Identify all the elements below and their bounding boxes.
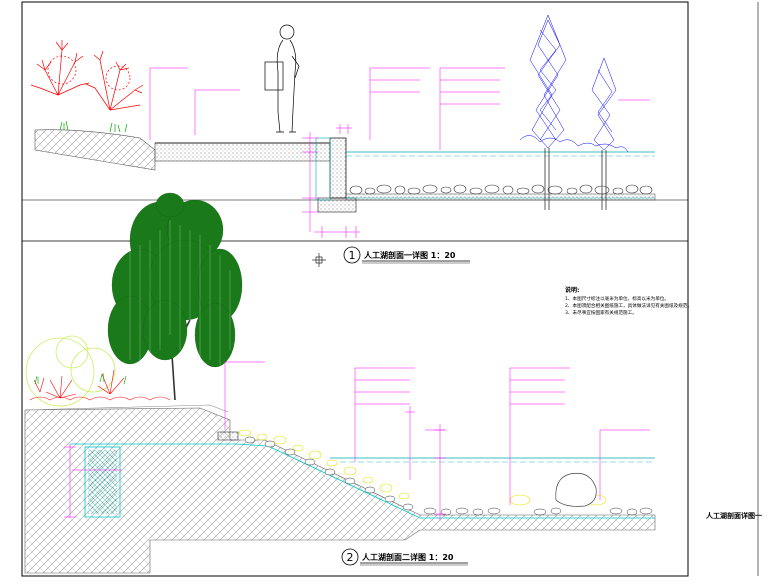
crosshair-marker bbox=[312, 253, 326, 267]
section-1-drawing: 1 人工湖剖面一详图 1：20 bbox=[30, 14, 656, 267]
section-1-number: 1 bbox=[349, 249, 356, 262]
grass-green-1 bbox=[59, 120, 128, 133]
pebbles-2 bbox=[244, 436, 653, 516]
shrub-red-1 bbox=[30, 40, 144, 111]
notes-line-2: 2、本图须配合相关图纸施工，具体做法详见有关图纸及规范。 bbox=[565, 302, 692, 309]
notes-heading: 说明: bbox=[565, 286, 579, 294]
weeping-willow-tree bbox=[107, 192, 243, 401]
boulder bbox=[555, 472, 597, 507]
retaining-wall-1 bbox=[329, 137, 347, 199]
section-2-title: 人工湖剖面二详图 1：20 bbox=[362, 552, 454, 562]
pond-base-1 bbox=[345, 193, 656, 201]
section-2-label: 2 人工湖剖面二详图 1：20 bbox=[341, 548, 468, 566]
soil-bank-2 bbox=[24, 407, 656, 574]
section-1-label: 1 人工湖剖面一详图 1：20 bbox=[343, 246, 470, 264]
notes-line-3: 3、未尽事宜按国家有关规范施工。 bbox=[565, 309, 637, 316]
fountain-jets bbox=[519, 14, 629, 153]
section-1-title: 人工湖剖面一详图 1：20 bbox=[364, 250, 456, 260]
shrub-red-2 bbox=[29, 369, 171, 401]
fountain-pipes bbox=[544, 148, 607, 210]
section-2-drawing: 2 人工湖剖面二详图 1：20 bbox=[24, 192, 656, 574]
sheet-title: 人工湖剖面详图一 bbox=[706, 511, 762, 520]
pebbles-1 bbox=[349, 184, 653, 195]
dimension-lines-2 bbox=[64, 361, 650, 520]
design-notes: 说明: 1、本图尺寸标注以毫米为单位，标高以米为单位。 2、本图须配合相关图纸施… bbox=[565, 286, 692, 316]
person-figure bbox=[264, 24, 300, 133]
paving-edge-2 bbox=[217, 431, 239, 441]
grass-green-2 bbox=[34, 372, 127, 385]
shrub-outline-yellowgreen bbox=[25, 335, 116, 407]
soil-bank-1 bbox=[34, 129, 156, 171]
notes-line-1: 1、本图尺寸标注以毫米为单位，标高以米为单位。 bbox=[565, 295, 669, 302]
dimension-lines-1 bbox=[149, 67, 650, 238]
section-2-number: 2 bbox=[347, 551, 354, 564]
